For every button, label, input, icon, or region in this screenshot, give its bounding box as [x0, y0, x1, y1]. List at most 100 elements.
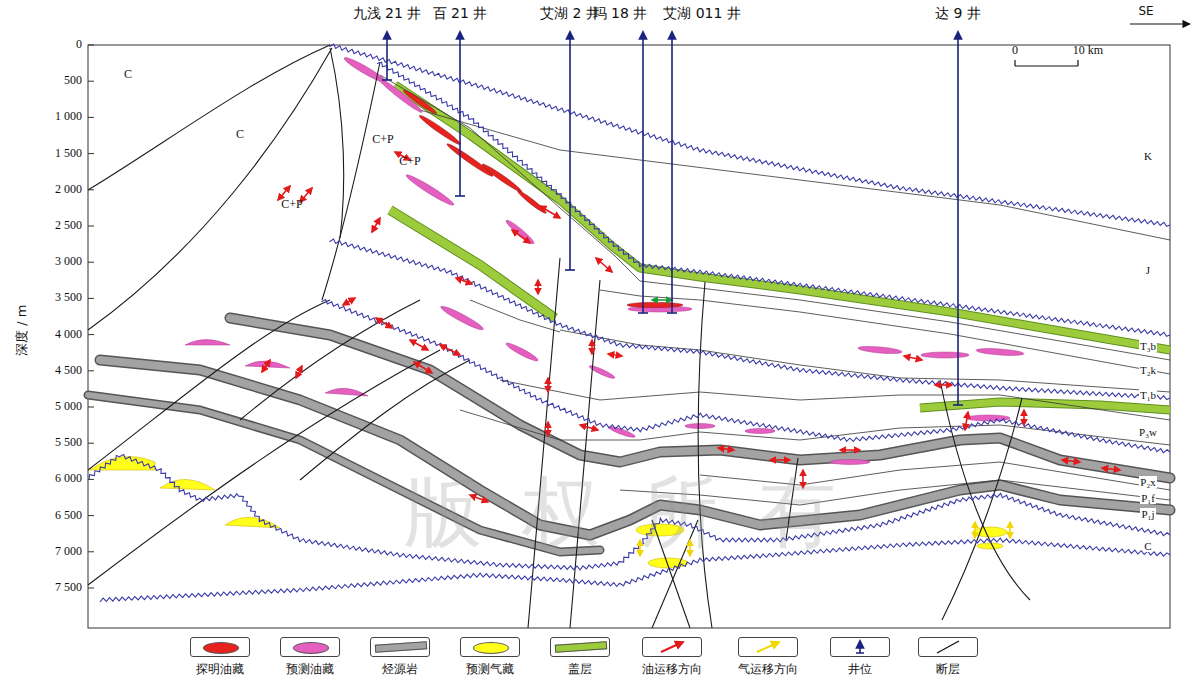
well-name: 百 21 井 — [433, 6, 488, 21]
stratum-label: T₁b — [1139, 389, 1157, 401]
unconformity — [89, 455, 1170, 570]
depth-tick: 3 500 — [55, 291, 82, 304]
migration-arrow — [652, 299, 672, 301]
legend-frame — [738, 637, 798, 657]
stratum-label: T₃b — [1139, 340, 1157, 352]
depth-tick: 5 000 — [55, 400, 82, 413]
unconformity — [321, 300, 1170, 453]
legend-item: 探明油藏 — [177, 637, 263, 683]
scale-label: 10 km — [1073, 44, 1103, 57]
legend-frame — [642, 637, 702, 657]
migration-arrow — [608, 354, 622, 356]
region-label: C — [236, 128, 244, 141]
legend-symbol — [831, 638, 889, 656]
migration-arrow — [1102, 468, 1120, 470]
legend-label: 预测油藏 — [267, 661, 353, 678]
depth-tick: 0 — [76, 38, 82, 51]
well-name: 艾湖 011 井 — [663, 6, 741, 21]
depth-tick: 1 500 — [55, 147, 82, 160]
legend-frame — [370, 637, 430, 657]
stratum-label: P₁j — [1140, 508, 1155, 520]
legend-item: 烃源岩 — [357, 637, 443, 683]
depth-tick: 4 500 — [55, 364, 82, 377]
region-label: C — [124, 68, 132, 81]
legend-swatch — [203, 642, 239, 654]
migration-arrow — [547, 378, 549, 392]
legend-item: 预测气藏 — [447, 637, 533, 683]
depth-tick: 3 000 — [55, 255, 82, 268]
migration-arrow — [840, 449, 860, 451]
direction-label: SE — [1138, 5, 1153, 18]
legend-symbol — [919, 638, 977, 656]
depth-tick: 2 000 — [55, 183, 82, 196]
depth-tick: 6 500 — [55, 509, 82, 522]
depth-tick: 6 000 — [55, 472, 82, 485]
migration-arrow — [456, 278, 472, 284]
stratum-label: P₁f — [1140, 492, 1156, 504]
migration-arrow — [537, 280, 539, 294]
migration-arrow — [1023, 410, 1025, 425]
depth-tick: 2 500 — [55, 219, 82, 232]
depth-tick: 4 000 — [55, 328, 82, 341]
migration-arrow — [512, 230, 530, 243]
depth-tick: 7 500 — [55, 581, 82, 594]
legend-frame — [460, 637, 520, 657]
well-name: 艾湖 2 井 — [540, 6, 600, 21]
depth-tick: 1 000 — [55, 110, 82, 123]
migration-arrow — [540, 206, 560, 218]
legend-item: 油运移方向 — [629, 637, 715, 683]
legend-item: 气运移方向 — [725, 637, 811, 683]
depth-tick: 5 500 — [55, 436, 82, 449]
legend-label: 油运移方向 — [629, 661, 715, 678]
legend-symbol — [643, 638, 701, 656]
migration-arrow — [440, 345, 460, 355]
migration-arrow — [262, 360, 270, 372]
legend-frame — [280, 637, 340, 657]
migration-arrow — [410, 340, 428, 350]
legend-item: 井位 — [817, 637, 903, 683]
stratum-label: P₂x — [1139, 476, 1156, 488]
stratum-label: T₂k — [1139, 364, 1157, 376]
unconformity — [330, 239, 1171, 400]
well-name: 达 9 井 — [935, 6, 981, 21]
migration-arrow — [965, 412, 968, 430]
legend-swatch — [293, 642, 329, 654]
legend-label: 断层 — [905, 661, 991, 678]
legend-label: 盖层 — [537, 661, 623, 678]
stratum-label: P₃w — [1138, 426, 1158, 438]
migration-arrow — [1062, 460, 1080, 462]
depth-tick: 500 — [64, 74, 82, 87]
scale-label: 0 — [1012, 44, 1018, 57]
migration-arrow — [904, 356, 922, 360]
legend-item: 盖层 — [537, 637, 623, 683]
legend-label: 井位 — [817, 661, 903, 678]
legend-label: 探明油藏 — [177, 661, 263, 678]
migration-arrow — [296, 366, 302, 378]
legend-label: 烃源岩 — [357, 661, 443, 678]
migration-arrow — [343, 298, 355, 305]
legend-swatch — [555, 641, 607, 653]
legend-label: 气运移方向 — [725, 661, 811, 678]
migration-arrow — [935, 384, 952, 386]
legend-frame — [830, 637, 890, 657]
well-name: 玛 18 井 — [593, 6, 648, 21]
migration-arrow — [718, 448, 734, 450]
stratum-label: C — [1143, 540, 1152, 552]
unconformity — [330, 44, 1171, 226]
legend-symbol — [739, 638, 797, 656]
migration-arrow — [372, 218, 380, 232]
migration-arrow — [596, 258, 612, 272]
region-label: C+P — [372, 133, 393, 146]
legend-swatch — [473, 642, 509, 654]
stratum-label: K — [1143, 150, 1153, 162]
watermark: 版权所有 — [404, 470, 876, 556]
legend-frame — [550, 637, 610, 657]
legend-label: 预测气藏 — [447, 661, 533, 678]
migration-arrow — [580, 425, 598, 430]
stratum-label: J — [1145, 264, 1151, 276]
unconformity — [377, 62, 1170, 336]
migration-arrow — [1009, 522, 1011, 538]
migration-arrow — [974, 522, 976, 538]
legend-swatch — [375, 641, 427, 653]
